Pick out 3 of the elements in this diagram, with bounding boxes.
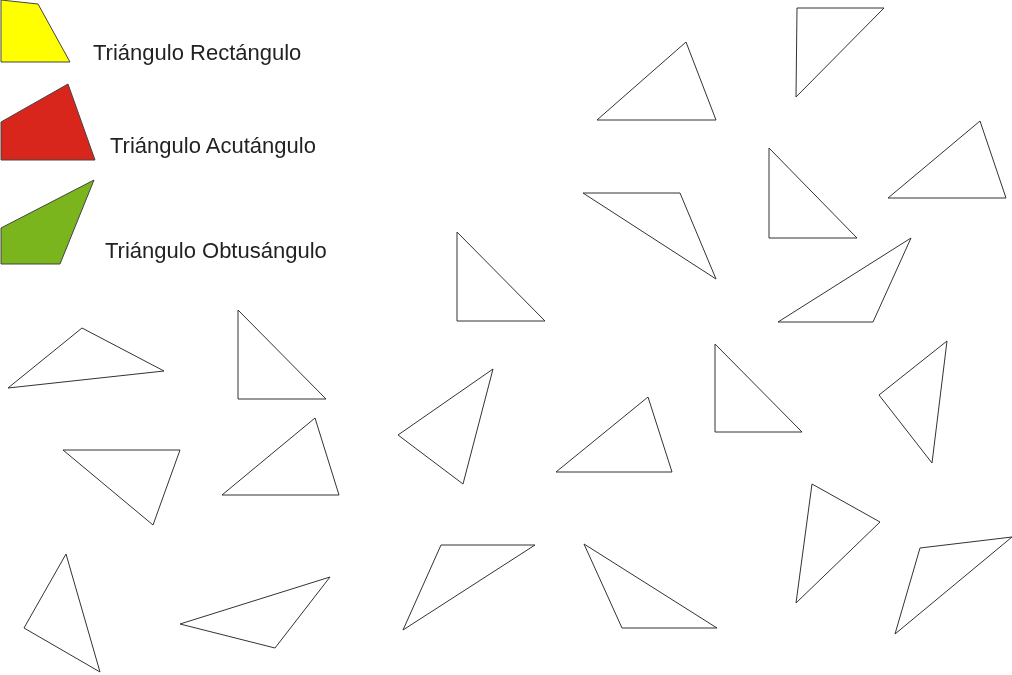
- legend-label: Triángulo Rectángulo: [93, 40, 302, 66]
- legend-label: Triángulo Acutángulo: [110, 133, 316, 159]
- legend-label: Triángulo Obtusángulo: [105, 238, 327, 264]
